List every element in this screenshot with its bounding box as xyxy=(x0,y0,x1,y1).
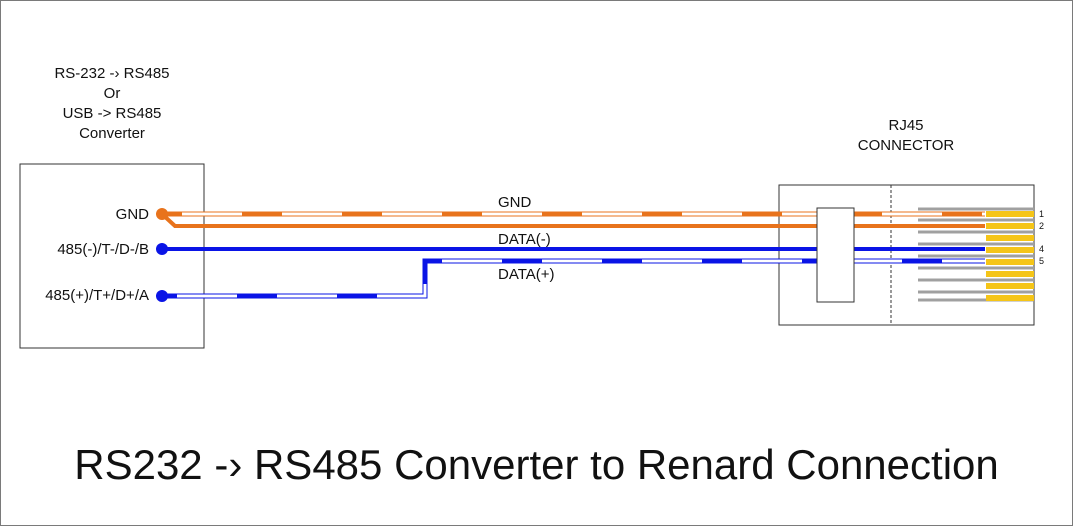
data-plus-wire-white xyxy=(162,259,985,298)
data-plus-wire xyxy=(156,258,985,302)
data-plus-terminal-dot xyxy=(156,290,168,302)
contact-yellow-6 xyxy=(986,271,1034,277)
converter-title-line-2: Or xyxy=(103,85,121,102)
rj45-clip xyxy=(816,207,855,303)
converter-title-line-1: RS-232 -› RS485 xyxy=(54,65,170,82)
data-minus-terminal-dot xyxy=(156,243,168,255)
converter-title-line-4: Converter xyxy=(79,125,145,142)
contact-yellow-7 xyxy=(986,283,1034,289)
pin-label-gnd: GND xyxy=(115,206,149,223)
wire-label-data-minus: DATA(-) xyxy=(498,231,551,248)
contact-yellow-5 xyxy=(986,259,1034,265)
gnd-terminal-dot xyxy=(156,208,168,220)
connector-title-line-1: RJ45 xyxy=(888,117,924,134)
pin-number-1: 1 xyxy=(1039,209,1045,219)
converter-title: RS-232 -› RS485 Or USB -> RS485 Converte… xyxy=(20,64,204,144)
connector-title: RJ45 CONNECTOR xyxy=(818,116,994,156)
contact-yellow-8 xyxy=(986,295,1034,301)
pin-number-5: 5 xyxy=(1039,256,1045,266)
diagram-footer-title: RS232 -› RS485 Converter to Renard Conne… xyxy=(74,441,999,488)
pin-label-data-plus: 485(+)/T+/D+/A xyxy=(45,287,149,304)
contact-yellow-2 xyxy=(986,223,1034,229)
pin-label-data-minus: 485(-)/T-/D-/B xyxy=(57,241,149,258)
connector-title-line-2: CONNECTOR xyxy=(857,137,955,154)
converter-title-line-3: USB -> RS485 xyxy=(62,105,162,122)
contact-yellow-4 xyxy=(986,247,1034,253)
rj45-contacts xyxy=(918,207,1034,302)
contact-yellow-3 xyxy=(986,235,1034,241)
pin-number-2: 2 xyxy=(1039,221,1045,231)
converter-box xyxy=(19,163,205,349)
wire-label-gnd: GND xyxy=(498,194,532,211)
contact-yellow-1 xyxy=(986,211,1034,217)
wire-label-data-plus: DATA(+) xyxy=(498,266,555,283)
pin-number-4: 4 xyxy=(1039,244,1045,254)
